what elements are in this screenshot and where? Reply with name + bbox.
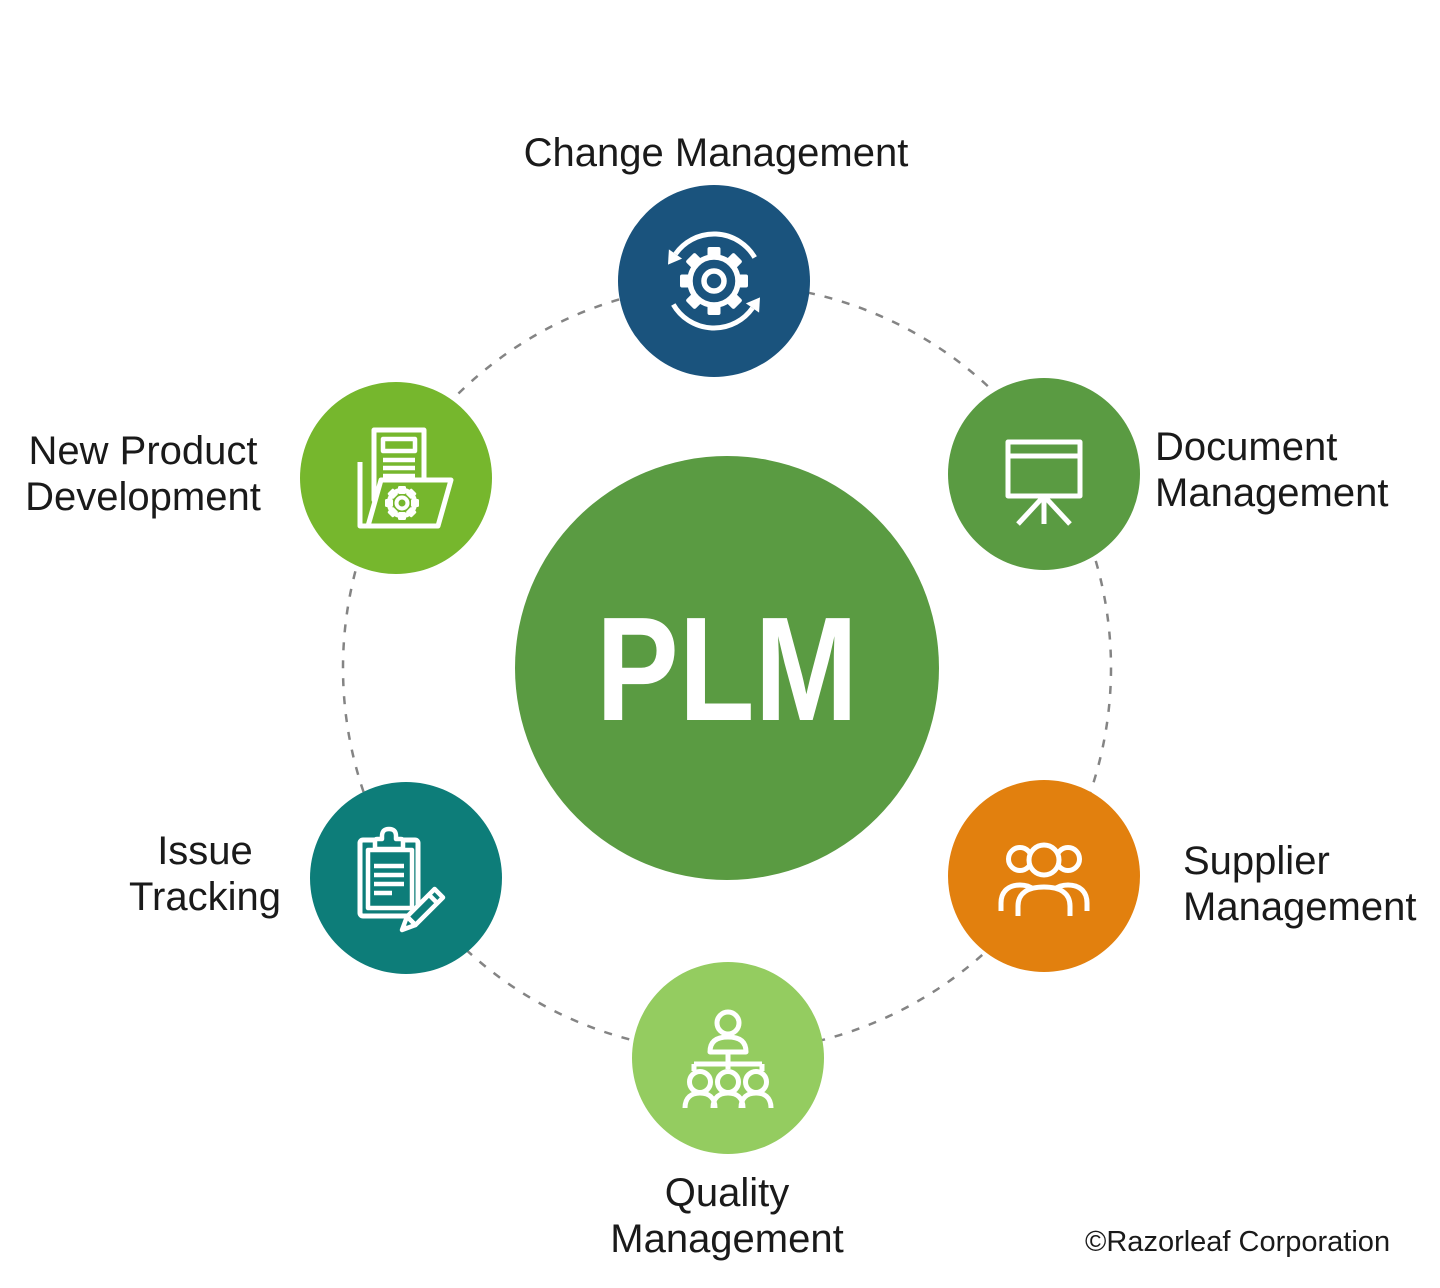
label-issue-tracking: Issue Tracking (75, 828, 335, 920)
issue-tracking-circle (310, 782, 502, 974)
label-supplier-management: Supplier Management (1183, 838, 1440, 930)
tripod-left-leg (1016, 494, 1046, 526)
label-line: Document (1155, 425, 1338, 469)
clipboard-clip (372, 826, 406, 852)
pencil-eraser-band (427, 893, 439, 905)
document-title-bar (380, 436, 418, 454)
sync-arc-bottom (671, 303, 755, 331)
person-center-body (1015, 884, 1073, 916)
label-line: Quality (664, 1171, 790, 1215)
plm-label: PLM (596, 587, 858, 752)
pencil-nib (402, 923, 409, 930)
plm-center-circle (515, 456, 939, 880)
label-line: New Product (28, 429, 258, 473)
label-line: Issue (157, 829, 253, 873)
label-line: Development (25, 475, 261, 519)
label-new-product-development: New Product Development (12, 428, 274, 520)
label-line: Tracking (129, 875, 281, 919)
label-document-management: Document Management (1155, 424, 1435, 516)
label-quality-management: Quality Management (527, 1170, 927, 1262)
leader-head (714, 1009, 742, 1037)
people-group-icon (998, 842, 1090, 916)
gear-body (687, 254, 741, 308)
person-center-head (1026, 842, 1062, 878)
arrowhead-lower-right (745, 297, 760, 313)
label-line: Management (1155, 471, 1389, 515)
arrowhead-upper-left (668, 249, 683, 265)
folder-gear-body (386, 487, 418, 519)
clipboard-pencil-icon (357, 826, 446, 933)
sync-arrowheads (668, 249, 760, 313)
label-line: Management (1183, 885, 1417, 929)
label-line: Management (610, 1217, 844, 1261)
sync-arc-top (673, 231, 757, 259)
member-right-body (738, 1090, 774, 1109)
dashed-ring (341, 282, 1113, 1054)
label-line: Supplier (1183, 839, 1330, 883)
org-chart-icon (682, 1009, 774, 1109)
label-line: Change Management (523, 131, 909, 175)
presentation-board-icon (1005, 439, 1083, 526)
folder-gear-hole (394, 495, 410, 511)
gear-hole (701, 268, 727, 294)
copyright-notice: ©Razorleaf Corporation (1085, 1226, 1391, 1258)
tripod-right-leg (1042, 494, 1072, 526)
document-management-circle (948, 378, 1140, 570)
sync-gear-icon (668, 231, 760, 331)
label-change-management: Change Management (466, 130, 966, 176)
change-management-circle (618, 185, 810, 377)
folder-gear-icon (357, 427, 454, 529)
leader-body (707, 1034, 749, 1055)
